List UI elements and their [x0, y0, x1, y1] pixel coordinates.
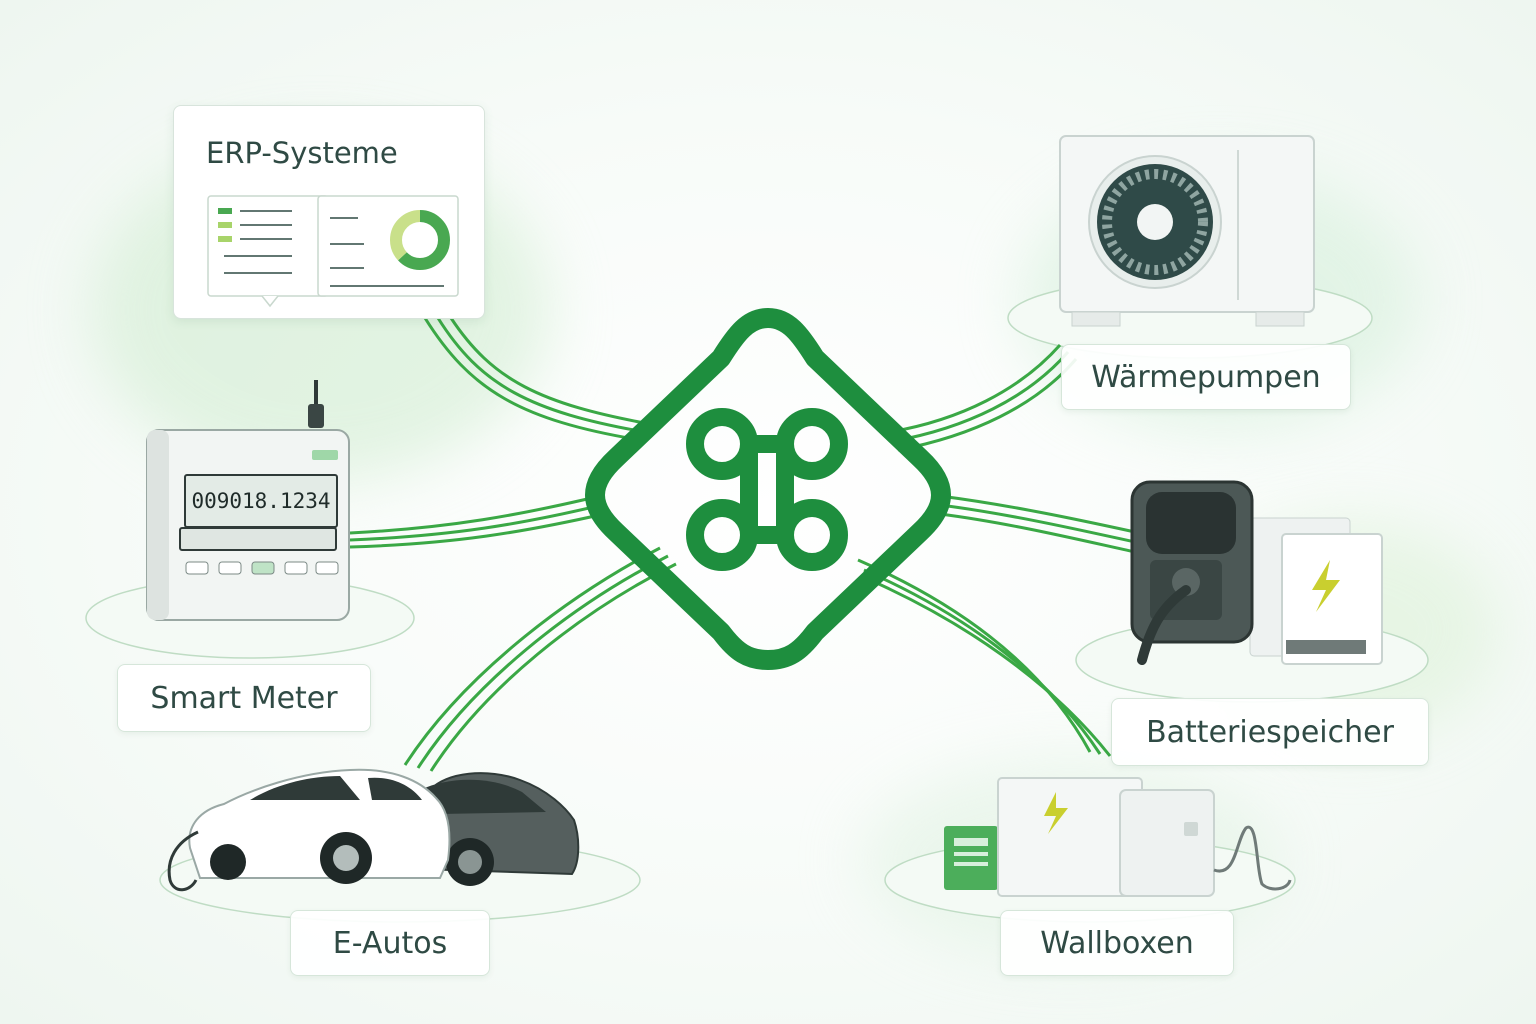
e-cars-illustration	[169, 770, 578, 890]
hub-knot-icon	[595, 318, 941, 660]
connector-erp	[425, 318, 650, 440]
label-e-autos: E-Autos	[290, 910, 490, 976]
connector-waermepumpen	[890, 345, 1076, 450]
heat-pump-unit	[1060, 136, 1314, 326]
label-wallboxen: Wallboxen	[1000, 910, 1234, 976]
battery-storage-device	[1132, 482, 1382, 664]
connector-e-autos	[405, 548, 676, 771]
connector-smart-meter	[350, 496, 604, 547]
label-smart-meter: Smart Meter	[117, 664, 371, 732]
label-waermepumpen: Wärmepumpen	[1061, 344, 1351, 410]
label-batteriespeicher: Batteriespeicher	[1111, 698, 1429, 766]
erp-card: ERP-Systeme	[173, 105, 485, 319]
connector-wallboxen	[858, 560, 1110, 756]
meter-display-reading: 009018.1234	[184, 474, 338, 528]
erp-documents-icon	[174, 106, 484, 318]
connector-batteriespeicher	[940, 496, 1135, 552]
